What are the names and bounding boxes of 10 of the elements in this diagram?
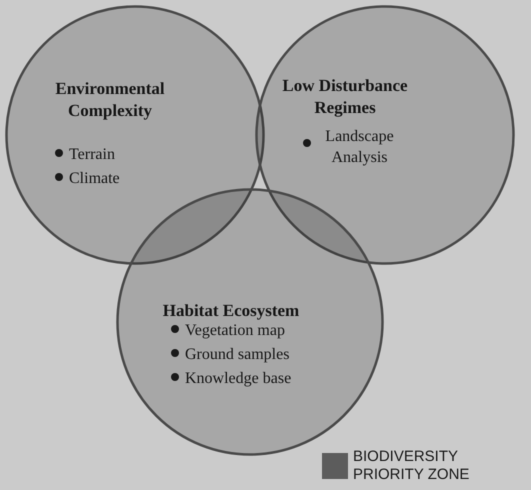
bullet-item: Knowledge base [185,370,292,387]
bullet-item: Climate [69,170,120,187]
legend-label: BIODIVERSITY PRIORITY ZONE [353,448,470,484]
circle-heading: Environmental Complexity [54,78,166,122]
bullet-item: Landscape Analysis [324,127,395,168]
circle-heading: Low Disturbance Regimes [281,75,409,120]
bullet-item: Terrain [69,146,115,163]
circle-heading: Habitat Ecosystem [162,300,300,322]
bullet-item: Vegetation map [185,322,285,339]
bullet-item: Ground samples [185,346,290,363]
